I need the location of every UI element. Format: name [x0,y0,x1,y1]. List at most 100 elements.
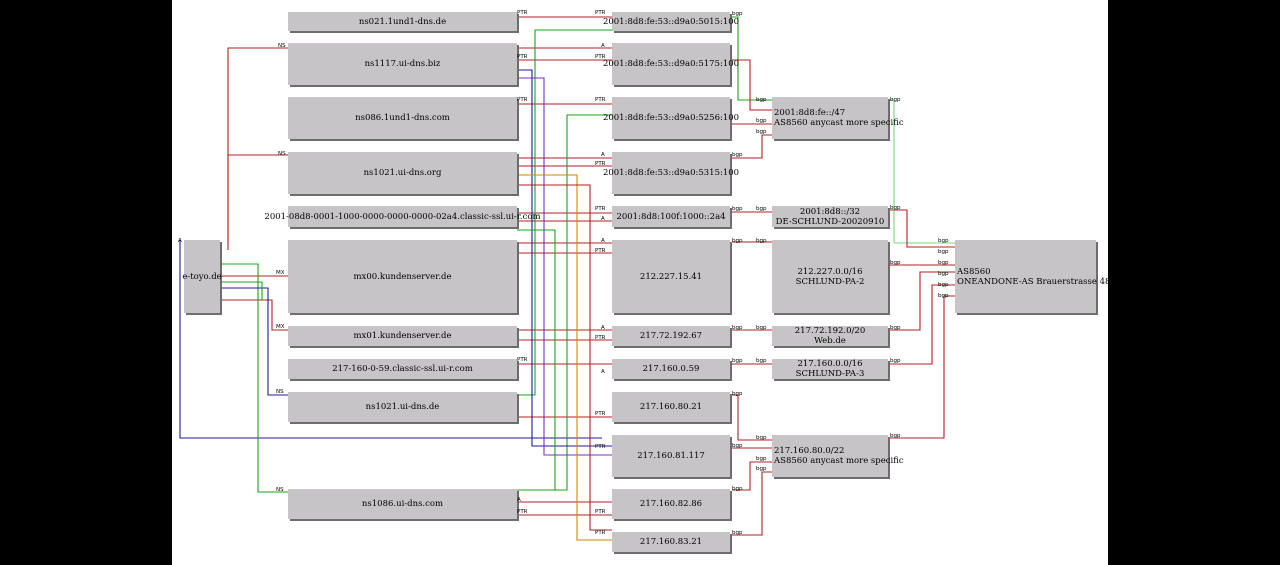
edge-label-bgp: bgp [732,358,743,364]
edge-label-a: A [601,369,605,375]
edge-label-bgp: bgp [938,271,949,277]
edge-label-ptr: PTR [517,509,528,515]
edge-label-a: A [601,43,605,49]
edge-label-bgp: bgp [756,456,767,462]
ip-node-3: 2001:8d8:fe:53::d9a0:5256:100 [603,97,739,139]
route-green2 [517,29,612,396]
as-line2: ONEANDONE-AS Brauerstrasse 48 [957,276,1111,287]
bgp-pfx5-as [890,284,955,365]
prefix-line2: SCHLUND-PA-2 [795,276,865,287]
ip-label: 217.160.82.86 [639,499,703,509]
ip-label: 217.72.192.67 [639,331,703,341]
prefix-line2: DE-SCHLUND-20020910 [775,216,885,227]
prefix-line1: 2001:8d8::/32 [799,206,861,217]
ip-node-5: 2001:8d8:100f:1000::2a4 [612,206,730,227]
prefix-line2: AS8560 anycast more specific [774,456,904,466]
edge-label-mx: MX [276,324,285,330]
host-node-mx00: mx00.kundenserver.de [288,240,517,313]
edge-label-bgp: bgp [756,435,767,441]
bgp-ip1 [732,16,772,101]
edge-label-a: A [601,238,605,244]
ip-label: 2001:8d8:fe:53::d9a0:5256:100 [602,113,740,123]
host-label: ns1021.ui-dns.de [365,402,440,412]
host-node-ns1086: ns1086.ui-dns.com [288,489,517,519]
edge-label-ptr: PTR [595,161,606,167]
bgp-pfx6-as [890,295,955,439]
edge-label-bgp: bgp [756,97,767,103]
edge-mx-mx01 [220,299,288,331]
edge-label-ns: NS [276,487,284,493]
edge-label-bgp: bgp [756,118,767,124]
bgp-ip11 [732,461,772,491]
edge-label-ns: NS [278,151,286,157]
edge-label-bgp: bgp [732,152,743,158]
edge-label-ptr: PTR [595,10,606,16]
ip-label: 217.160.83.21 [639,537,703,547]
bgp-ip2 [732,59,772,111]
edge-label-bgp: bgp [732,238,743,244]
host-node-ns1021-org: ns1021.ui-dns.org [288,152,517,194]
edge-label-ptr: PTR [595,206,606,212]
ip-label: 2001:8d8:100f:1000::2a4 [616,211,726,222]
edge-label-ptr: PTR [595,509,606,515]
ip-node-10: 217.160.81.117 [612,435,730,477]
edge-label-ptr: PTR [595,54,606,60]
edge-label-ptr: PTR [595,248,606,254]
edge-label-ptr: PTR [595,411,606,417]
edge-label-mx: MX [276,270,285,276]
edge-label-bgp: bgp [756,206,767,212]
edge-label-bgp: bgp [756,466,767,472]
edge-label-bgp: bgp [756,325,767,331]
host-label: ns1086.ui-dns.com [361,499,444,509]
host-label: 2001-08d8-0001-1000-0000-0000-0000-02a4.… [264,211,541,222]
ip-label: 2001:8d8:fe:53::d9a0:5015:100 [602,16,740,27]
domain-node: e-toyo.de [182,240,222,313]
host-label: ns021.1und1-dns.de [358,16,447,27]
edge-label-bgp: bgp [732,11,743,17]
edge-label-bgp: bgp [732,530,743,536]
route-green [517,114,612,491]
edge-label-a: A [178,238,182,244]
host-label: mx01.kundenserver.de [353,331,452,341]
ip-node-6: 212.227.15.41 [612,240,730,313]
edge-label-bgp: bgp [732,486,743,492]
edge-label-bgp: bgp [732,206,743,212]
edge-label-bgp: bgp [938,249,949,255]
ip-label: 217.160.81.117 [637,451,705,461]
edge-label-a: A [601,325,605,331]
edge-label-ns: NS [278,43,286,49]
bgp-pfx2-as [890,209,955,248]
edge-label-ptr: PTR [517,357,528,363]
edge-label-bgp: bgp [732,325,743,331]
edge-label-bgp: bgp [756,129,767,135]
route-red-v [517,184,612,531]
host-label: ns1021.ui-dns.org [363,168,442,178]
ip-label: 217.160.80.21 [639,402,703,412]
edge-label-bgp: bgp [890,97,901,103]
bgp-ip12 [732,471,772,536]
edge-label-bgp: bgp [938,238,949,244]
edge-label-a: A [601,216,605,222]
edge-label-ptr: PTR [517,54,528,60]
bgp-ip4 [732,134,772,159]
host-node-ssl-v4: 217-160-0-59.classic-ssl.ui-r.com [288,359,517,379]
edge-label-bgp: bgp [890,433,901,439]
edge-label-bgp: bgp [732,391,743,397]
host-node-ns1021-de: ns1021.ui-dns.de [288,392,517,422]
edge-label-bgp: bgp [890,325,901,331]
edge-domain-a [179,240,602,439]
host-label: ns086.1und1-dns.com [355,113,450,123]
domain-label: e-toyo.de [182,271,222,282]
host-node-ns1117: ns1117.ui-dns.biz [288,43,517,85]
bgp-ip9 [732,394,772,441]
ip-label: 2001:8d8:fe:53::d9a0:5315:100 [602,168,740,178]
bgp-pfx4-as [890,271,955,331]
prefix-line2: AS8560 anycast more specific [774,118,904,128]
edge-label-bgp: bgp [756,238,767,244]
edge-label-bgp: bgp [890,205,901,211]
